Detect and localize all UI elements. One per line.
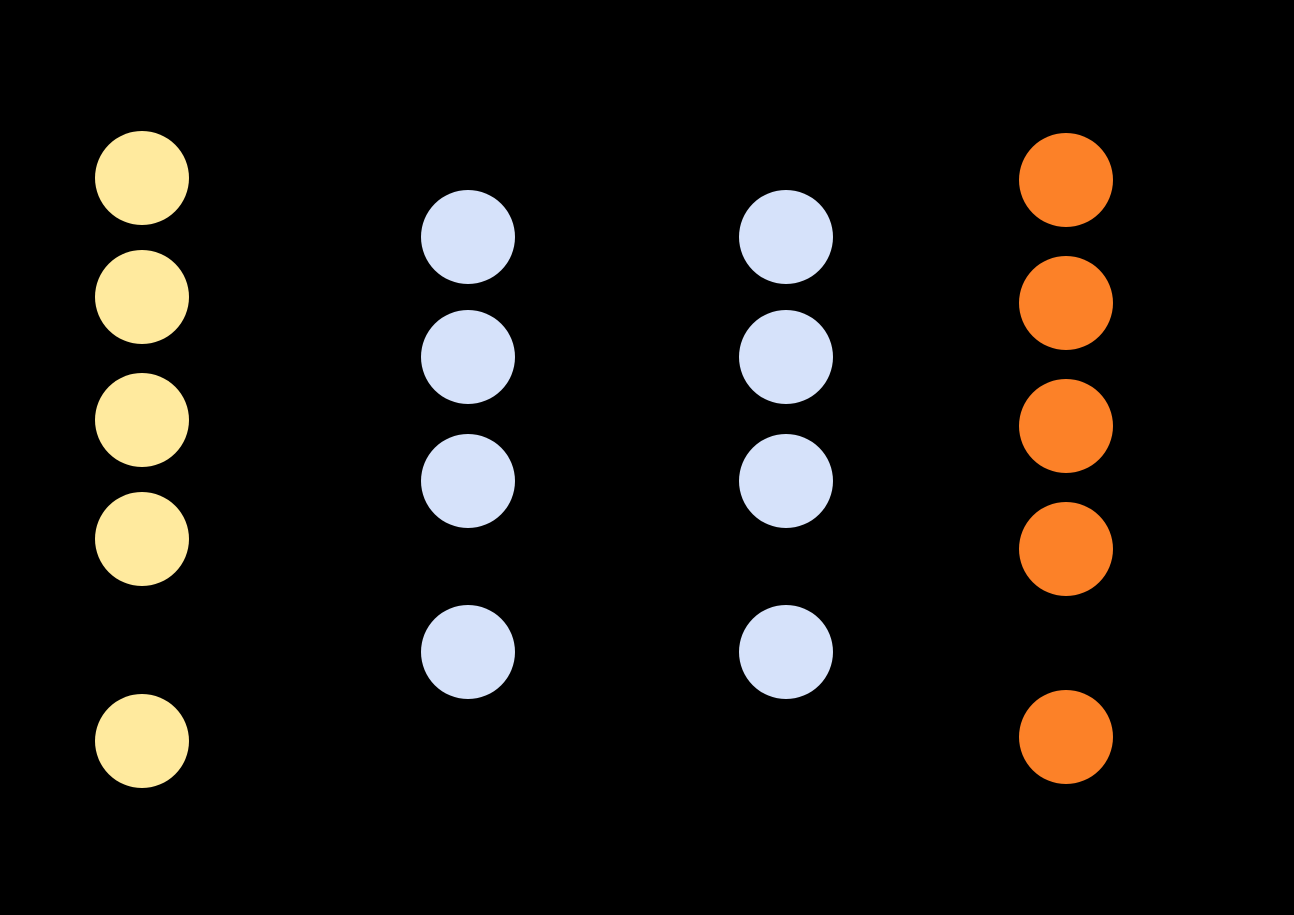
node-circle-column-1-yellow-3 — [95, 373, 189, 467]
node-circle-column-3-blue-3 — [739, 434, 833, 528]
node-circle-column-4-orange-5 — [1019, 690, 1113, 784]
node-circle-column-2-blue-1 — [421, 190, 515, 284]
node-circle-column-1-yellow-2 — [95, 250, 189, 344]
node-circle-column-3-blue-1 — [739, 190, 833, 284]
node-circle-column-1-yellow-5 — [95, 694, 189, 788]
node-circle-column-1-yellow-4 — [95, 492, 189, 586]
node-circle-column-4-orange-4 — [1019, 502, 1113, 596]
node-circle-column-2-blue-4 — [421, 605, 515, 699]
node-circle-column-3-blue-2 — [739, 310, 833, 404]
node-circle-column-2-blue-3 — [421, 434, 515, 528]
node-circle-column-4-orange-1 — [1019, 133, 1113, 227]
node-circle-column-3-blue-4 — [739, 605, 833, 699]
node-circle-column-2-blue-2 — [421, 310, 515, 404]
node-circle-column-4-orange-2 — [1019, 256, 1113, 350]
node-circle-column-1-yellow-1 — [95, 131, 189, 225]
node-circle-column-4-orange-3 — [1019, 379, 1113, 473]
